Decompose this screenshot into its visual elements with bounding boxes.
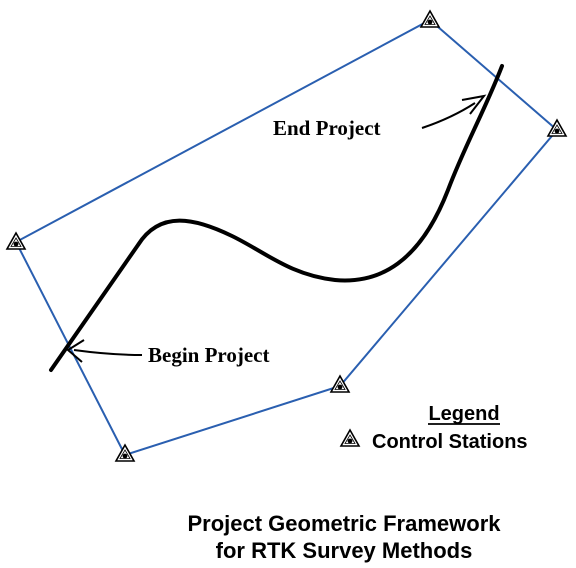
legend-control-station-icon [340,429,360,447]
caption-line-1: Project Geometric Framework [187,511,501,536]
control-station-icon [547,119,567,137]
project-centerline [49,64,504,372]
control-station-icon [420,10,440,28]
control-network-boundary [14,18,559,457]
end-project-arrowhead [461,94,487,115]
begin-project-arrow [73,349,143,356]
legend-title: Legend [428,403,499,425]
begin-project-label: Begin Project [148,343,270,367]
end-project-arrow [421,102,476,129]
begin-project-arrowhead [66,339,85,363]
caption-line-2: for RTK Survey Methods [216,538,473,563]
control-station-icon [6,232,26,250]
end-project-label: End Project [273,116,381,140]
legend-item-label: Control Stations [372,431,528,453]
